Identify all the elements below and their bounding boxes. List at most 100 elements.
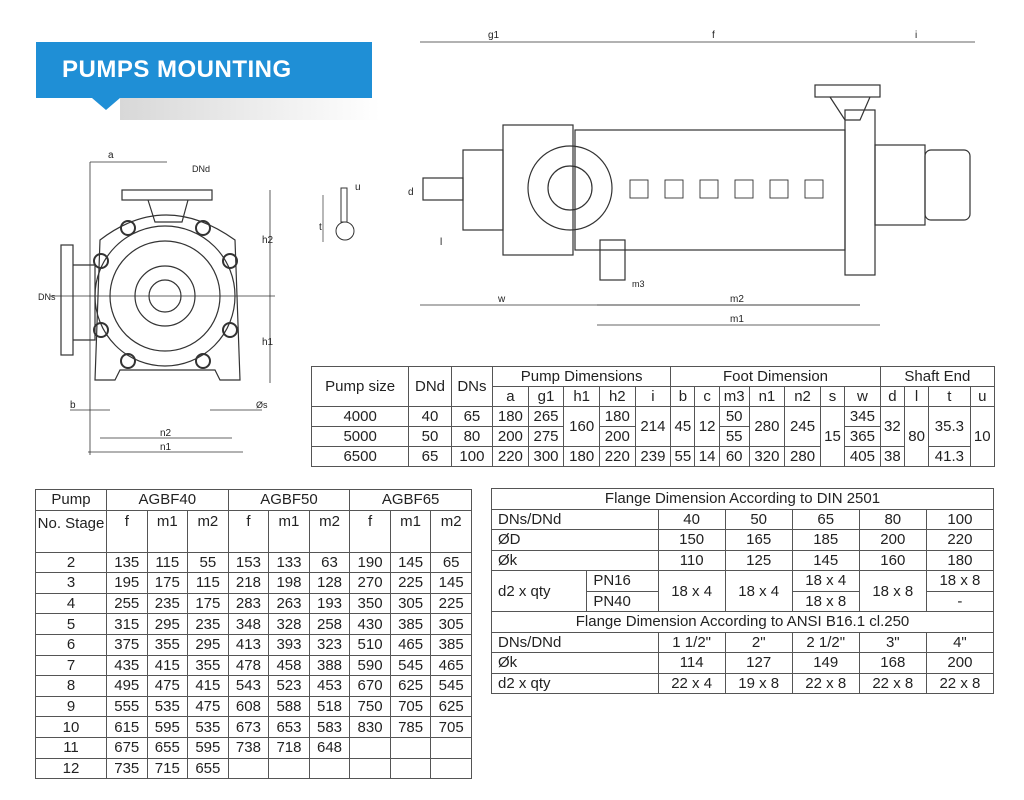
cell: 430 <box>349 613 391 635</box>
cell: 115 <box>146 551 189 574</box>
cell: 555 <box>106 695 148 718</box>
header-pump-size: Pump size <box>310 366 410 407</box>
cell: 128 <box>308 572 351 594</box>
cell: 135 <box>106 551 148 574</box>
cell: 149 <box>791 652 860 674</box>
cell: 415 <box>187 675 229 697</box>
col-b: b <box>670 386 696 407</box>
cell: 4 <box>35 592 107 615</box>
cell: 355 <box>187 654 229 677</box>
cell: 175 <box>146 572 189 594</box>
cell: 41.3 <box>928 446 971 467</box>
cell: 535 <box>187 716 229 738</box>
col-c: c <box>694 386 720 407</box>
cell: Pump <box>35 489 107 511</box>
cell: 10 <box>35 716 107 738</box>
cell: 22 x 4 <box>657 672 726 694</box>
cell: 675 <box>106 736 148 759</box>
cell: 608 <box>227 695 270 718</box>
col-t: t <box>928 386 971 407</box>
cell: 55 <box>718 426 750 447</box>
cell: 22 x 8 <box>858 672 927 694</box>
cell: 60 <box>718 446 750 467</box>
cell: 65 <box>408 446 452 467</box>
col-m3: m3 <box>718 386 750 407</box>
cell: 478 <box>227 654 270 677</box>
cell: 655 <box>187 757 229 780</box>
cell: 200 <box>492 426 529 447</box>
header-dnd: DNd <box>408 366 452 407</box>
cell: 653 <box>268 716 310 738</box>
cell: 263 <box>268 592 310 615</box>
cell: 50 <box>718 406 750 427</box>
cell: 595 <box>146 716 189 738</box>
cell: 590 <box>349 654 391 677</box>
cell: 595 <box>187 736 229 759</box>
cell: 15 <box>819 406 846 467</box>
cell: 165 <box>724 529 793 551</box>
cell <box>308 757 351 780</box>
cell: m2 <box>430 509 472 553</box>
cell: 465 <box>389 633 432 656</box>
cell: 625 <box>389 675 432 697</box>
cell: 180 <box>925 549 995 571</box>
cell: 543 <box>227 675 270 697</box>
cell: 405 <box>844 446 881 467</box>
svg-text:n1: n1 <box>160 442 172 453</box>
cell: 40 <box>408 406 452 427</box>
flange-dimensions-table: Flange Dimension According to DIN 2501 D… <box>490 488 995 694</box>
cell: 2" <box>724 631 793 653</box>
cell: 648 <box>308 736 351 759</box>
svg-text:Øs: Øs <box>256 400 268 410</box>
cell: 523 <box>268 675 310 697</box>
cell: 475 <box>146 675 189 697</box>
col-w: w <box>844 386 881 407</box>
svg-text:g1: g1 <box>488 30 500 41</box>
cell: Øk <box>491 652 659 674</box>
cell: 6 <box>35 633 107 656</box>
cell: 2 1/2" <box>791 631 860 653</box>
cell: 65 <box>430 551 472 574</box>
header-shaft-end: Shaft End <box>879 366 996 387</box>
cell: 235 <box>146 592 189 615</box>
cell: PN40 <box>586 590 659 612</box>
cell <box>227 757 270 780</box>
cell: 225 <box>389 572 432 594</box>
col-h2: h2 <box>598 386 636 407</box>
cell: 388 <box>308 654 351 677</box>
cell: AGBF50 <box>227 489 351 511</box>
cell: 2 <box>35 551 107 574</box>
cell: m2 <box>308 509 351 553</box>
cell: 283 <box>227 592 270 615</box>
table-row: 4000 40 65 180 265 160 180 214 45 12 50 … <box>310 406 996 467</box>
shaft-end-detail-drawing: u t <box>319 182 361 242</box>
cell: 180 <box>598 406 636 427</box>
banner-pointer <box>92 98 120 110</box>
cell: 180 <box>492 406 529 427</box>
cell: 18 x 4 <box>791 570 860 592</box>
title-banner <box>36 42 372 98</box>
cell: 705 <box>430 716 472 738</box>
cell: m1 <box>146 509 189 553</box>
cell: 295 <box>146 613 189 635</box>
cell: 168 <box>858 652 927 674</box>
svg-text:u: u <box>355 182 361 193</box>
cell: 50 <box>408 426 452 447</box>
svg-text:t: t <box>319 222 322 233</box>
cell: 300 <box>527 446 565 467</box>
cell: 175 <box>187 592 229 615</box>
ansi-title: Flange Dimension According to ANSI B16.1… <box>491 611 994 633</box>
cell: 114 <box>657 652 726 674</box>
cell: 320 <box>748 446 786 467</box>
cell: Øk <box>491 549 659 571</box>
cell: 18 x 8 <box>791 590 860 612</box>
cell: 133 <box>268 551 310 574</box>
col-g1: g1 <box>527 386 565 407</box>
